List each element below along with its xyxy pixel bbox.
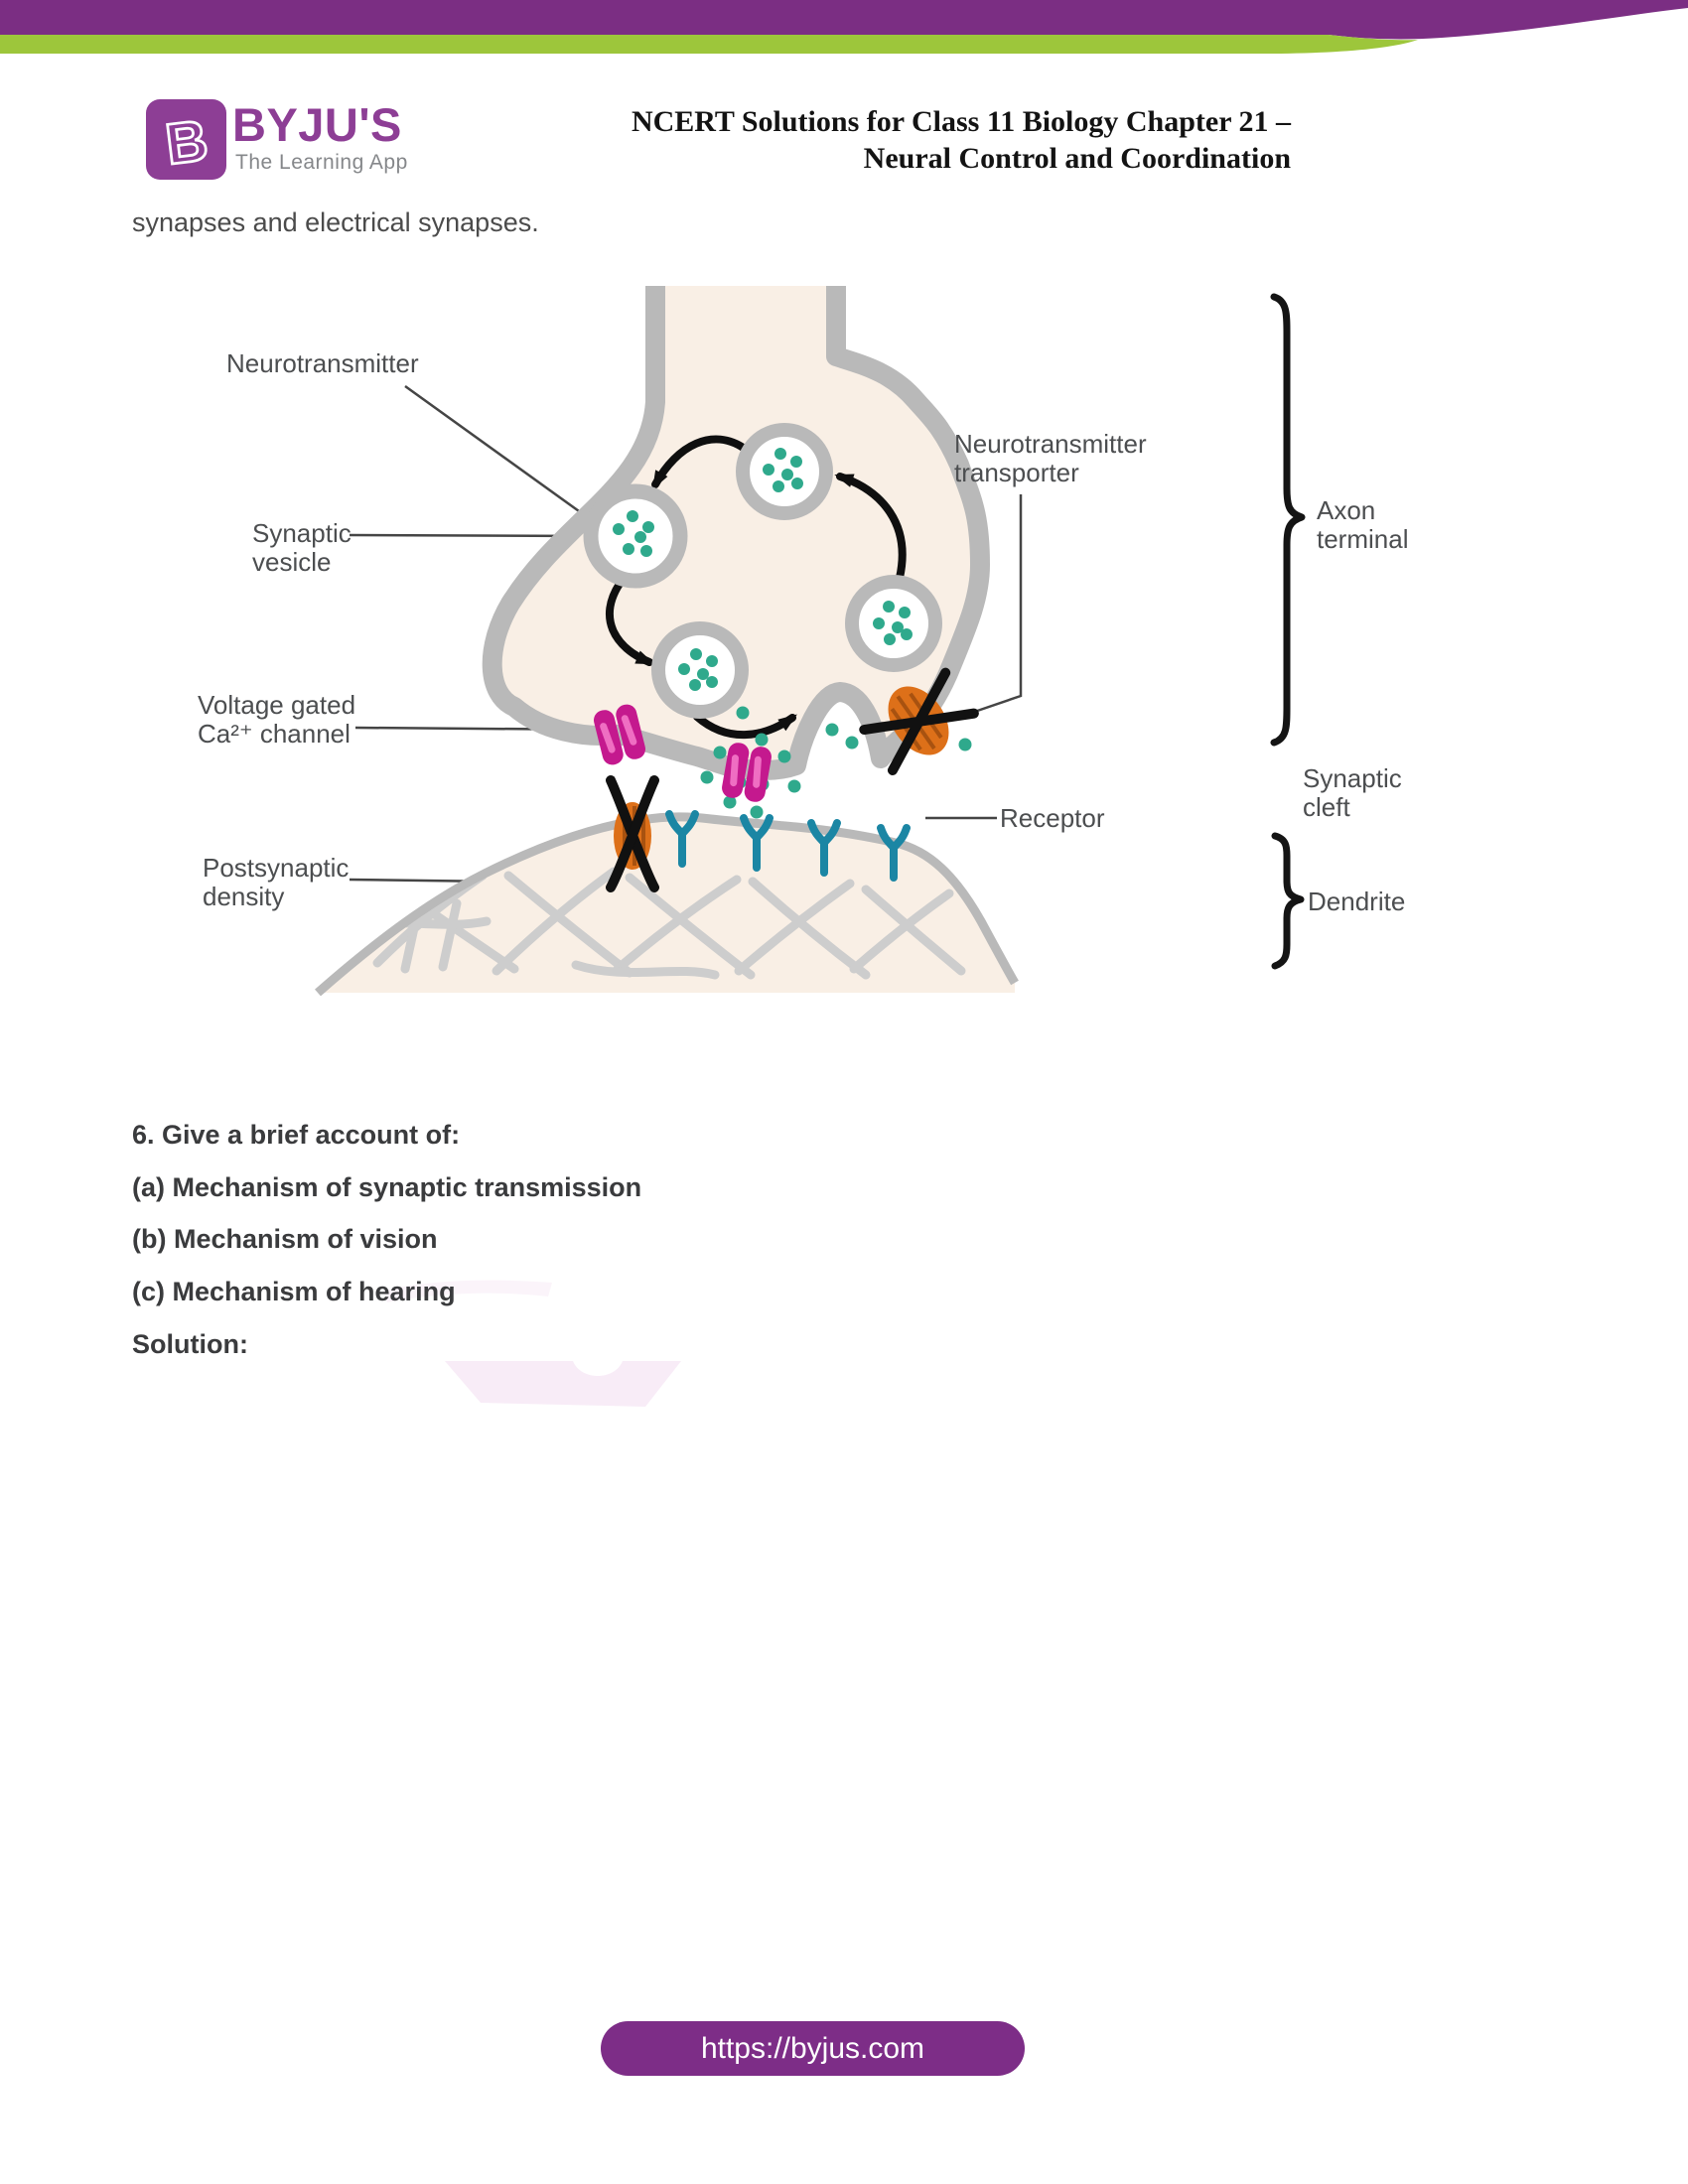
label-dendrite: Dendrite: [1308, 887, 1406, 916]
watermark-shape: [445, 1361, 681, 1407]
question-6-heading: 6. Give a brief account of:: [132, 1120, 461, 1150]
byjus-tagline: The Learning App: [235, 151, 408, 174]
receptor: [877, 824, 911, 882]
question-6b: (b) Mechanism of vision: [132, 1224, 438, 1254]
leader-synaptic-vesicle: [349, 533, 591, 538]
label-psd-line2: density: [203, 882, 285, 911]
synaptic-vesicle: [651, 621, 749, 719]
page-title: NCERT Solutions for Class 11 Biology Cha…: [632, 103, 1291, 177]
synaptic-vesicle: [845, 575, 942, 672]
label-synaptic-cleft: Synaptic cleft: [1303, 764, 1402, 822]
label-ca-channel-line2: Ca²⁺ channel: [198, 719, 351, 749]
label-axon-line1: Axon: [1317, 495, 1376, 525]
solution-heading: Solution:: [132, 1329, 248, 1359]
page-title-line1: NCERT Solutions for Class 11 Biology Cha…: [631, 105, 1291, 138]
label-cleft-line1: Synaptic: [1303, 763, 1402, 793]
label-synaptic-vesicle-line2: vesicle: [252, 547, 332, 577]
axon-terminal-brace: [1270, 293, 1306, 747]
question-6c: (c) Mechanism of hearing: [132, 1277, 456, 1306]
watermark-streak: [383, 1280, 552, 1302]
synaptic-vesicle: [736, 423, 833, 520]
question-6a: (a) Mechanism of synaptic transmission: [132, 1172, 642, 1202]
label-axon-terminal: Axon terminal: [1317, 496, 1408, 554]
label-ca-channel: Voltage gated Ca²⁺ channel: [198, 691, 355, 749]
label-neurotransmitter-transporter: Neurotransmitter transporter: [954, 430, 1147, 487]
vesicle-cycle-arrows: [606, 435, 907, 740]
banner-purple-wave: [0, 0, 1688, 40]
banner-green-wave: [0, 35, 1418, 54]
label-transporter-line2: transporter: [954, 458, 1079, 487]
synapse-diagram: [315, 286, 1019, 997]
synaptic-vesicles: [583, 423, 942, 719]
ca-channel: [722, 743, 772, 802]
dendrite-brace: [1271, 832, 1305, 970]
label-axon-line2: terminal: [1317, 524, 1409, 554]
label-ca-channel-line1: Voltage gated: [198, 690, 356, 720]
label-synaptic-vesicle: Synaptic vesicle: [252, 519, 352, 577]
label-neurotransmitter: Neurotransmitter: [226, 348, 419, 378]
label-psd-line1: Postsynaptic: [203, 853, 350, 883]
receptor: [740, 814, 774, 872]
byjus-logo-b-icon: B: [162, 108, 211, 178]
label-transporter-line1: Neurotransmitter: [954, 429, 1147, 459]
receptors: [665, 810, 911, 882]
intro-text: synapses and electrical synapses.: [132, 207, 539, 237]
label-synaptic-vesicle-line1: Synaptic: [252, 518, 352, 548]
receptor: [665, 810, 699, 868]
label-cleft-line2: cleft: [1303, 792, 1350, 822]
dendrite-dome: [315, 812, 1019, 997]
byjus-link[interactable]: https://byjus.com: [601, 2021, 1025, 2076]
page-title-line2: Neural Control and Coordination: [863, 142, 1291, 175]
byjus-logo-badge: [146, 99, 226, 180]
ca-channel: [594, 704, 645, 765]
label-receptor: Receptor: [1000, 803, 1105, 833]
byjus-link-url[interactable]: https://byjus.com: [700, 2032, 925, 2065]
receptor: [807, 819, 841, 877]
leader-neurotransmitter: [404, 384, 594, 523]
label-postsynaptic-density: Postsynaptic density: [203, 854, 349, 911]
postsynaptic-channel: [606, 775, 659, 892]
synaptic-vesicle: [583, 483, 688, 589]
neurotransmitter-transporter: [859, 667, 979, 775]
byjus-wordmark: BYJU'S: [232, 98, 402, 151]
